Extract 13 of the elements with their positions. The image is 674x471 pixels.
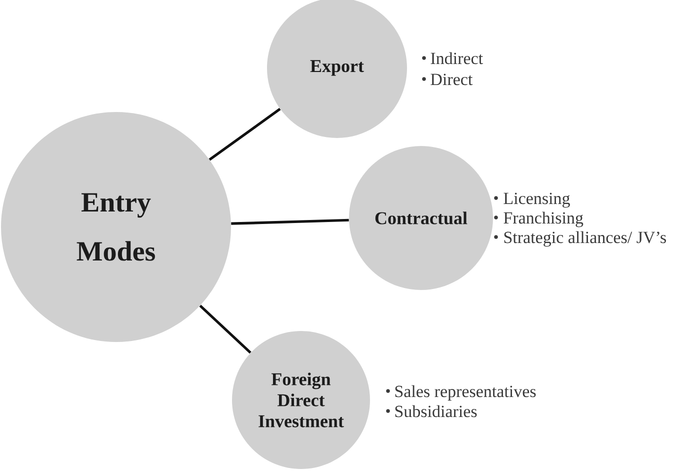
list-item: Indirect (430, 52, 483, 64)
list-item: Franchising (504, 212, 584, 228)
list-item: Sales representatives (395, 385, 536, 401)
connector-line (199, 304, 252, 354)
list-item: Licensing (504, 192, 570, 208)
list-item: Direct (430, 74, 473, 86)
list-item: Subsidiaries (395, 405, 477, 418)
circle-node: Foreign Direct Investment (232, 331, 370, 469)
circle-node: Entry Modes (1, 112, 231, 342)
connector-line (208, 108, 281, 161)
list-item: Strategic alliances/ JV’s (504, 231, 666, 247)
circle-node: Contractual (349, 146, 493, 290)
connector-line (231, 218, 349, 225)
